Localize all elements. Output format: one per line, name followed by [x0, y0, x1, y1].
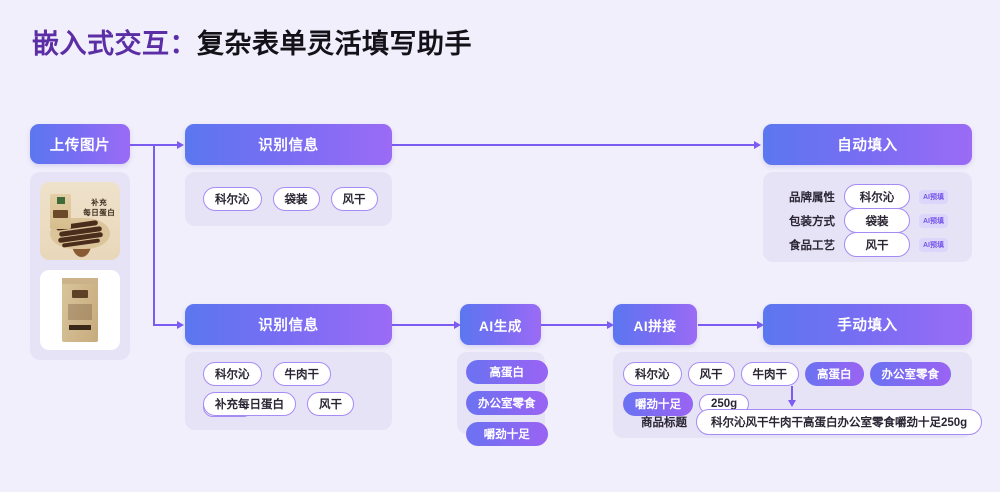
arrow-manual: [757, 320, 764, 329]
page-title-accent: 嵌入式交互：: [32, 29, 197, 59]
product-title-value[interactable]: 科尔沁风干牛肉干高蛋白办公室零食嚼劲十足250g: [696, 409, 983, 435]
connector-branch-recognize-top: [153, 144, 181, 146]
recognize-bottom-tags-row2: 补充每日蛋白 风干: [203, 392, 383, 416]
bag-bottom-bar: [69, 325, 91, 330]
form-label-packaging: 包装方式: [789, 215, 835, 228]
page-title: 嵌入式交互：复杂表单灵活填写助手: [32, 22, 472, 61]
tag-chip[interactable]: 科尔沁: [203, 187, 262, 211]
caption-line2: 每日蛋白: [83, 207, 116, 217]
ai-generate-tags: 高蛋白 办公室零食 嚼劲十足: [466, 360, 548, 446]
node-auto-fill[interactable]: 自动填入: [763, 124, 972, 165]
node-recognize-bottom-label: 识别信息: [258, 318, 319, 334]
node-recognize-top-label: 识别信息: [258, 138, 319, 154]
node-ai-concat-label: AI拼接: [633, 318, 677, 334]
form-value-brand[interactable]: 科尔沁: [844, 184, 910, 209]
node-auto-fill-label: 自动填入: [837, 138, 898, 154]
tag-chip[interactable]: 风干: [330, 187, 378, 211]
connector-branch-vertical: [153, 144, 155, 326]
thumbnail-product-photo-jerky[interactable]: 补充 每日蛋白: [40, 182, 120, 260]
tag-chip-generated[interactable]: 嚼劲十足: [623, 392, 693, 416]
arrow-aigen: [454, 320, 461, 329]
bag-text-block: [68, 303, 92, 321]
manual-fill-tags: 科尔沁 风干 牛肉干 高蛋白 办公室零食 嚼劲十足 250g: [623, 362, 965, 416]
product-title-label: 商品标题: [641, 417, 687, 429]
form-value-packaging[interactable]: 袋装: [844, 208, 910, 233]
node-manual-fill-label: 手动填入: [837, 318, 898, 334]
package-bag-illustration: [62, 278, 98, 342]
node-recognize-bottom[interactable]: 识别信息: [185, 304, 392, 345]
ai-prefill-badge: AI预填: [919, 237, 948, 252]
thumbnail-product-photo-package[interactable]: [40, 270, 120, 350]
caption-line1: 补充: [91, 197, 108, 207]
form-row-brand: 品牌属性 科尔沁 AI预填: [789, 184, 948, 209]
arrow-recognize-bottom: [177, 320, 184, 329]
node-ai-concat[interactable]: AI拼接: [613, 304, 697, 345]
node-recognize-top[interactable]: 识别信息: [185, 124, 392, 165]
tag-chip-generated[interactable]: 高蛋白: [466, 360, 548, 384]
tag-chip-generated[interactable]: 办公室零食: [466, 391, 548, 415]
arrow-autofill: [754, 140, 761, 149]
connector-recognize-aigen: [392, 324, 456, 326]
bag-green-band: [56, 196, 65, 205]
tag-chip[interactable]: 牛肉干: [272, 362, 331, 386]
ai-prefill-badge: AI预填: [919, 189, 948, 204]
product-bag-illustration: [50, 194, 72, 229]
arrow-aiconcat: [607, 320, 614, 329]
node-upload[interactable]: 上传图片: [30, 124, 130, 164]
form-label-process: 食品工艺: [789, 239, 835, 252]
tag-chip[interactable]: 风干: [687, 362, 735, 386]
bag-top-seal: [62, 278, 98, 284]
connector-upload-branch: [129, 144, 155, 146]
connector-aigen-aiconcat: [541, 324, 609, 326]
arrow-title-down: [787, 400, 796, 407]
tag-chip[interactable]: 风干: [307, 392, 354, 416]
node-manual-fill[interactable]: 手动填入: [763, 304, 972, 345]
upload-thumbnail-panel: 补充 每日蛋白: [30, 172, 130, 360]
thumbnail-caption: 补充 每日蛋白: [83, 198, 115, 218]
tag-chip[interactable]: 袋装: [272, 187, 320, 211]
tag-chip[interactable]: 科尔沁: [623, 362, 682, 386]
connector-aiconcat-manual: [698, 324, 760, 326]
bag-logo: [71, 289, 89, 299]
ai-prefill-badge: AI预填: [919, 213, 948, 228]
product-title-row: 商品标题 科尔沁风干牛肉干高蛋白办公室零食嚼劲十足250g: [641, 409, 983, 435]
connector-branch-recognize-bottom: [153, 324, 181, 326]
tag-chip[interactable]: 补充每日蛋白: [203, 392, 296, 416]
connector-tags-title: [791, 386, 793, 402]
node-ai-generate[interactable]: AI生成: [460, 304, 541, 345]
page-title-plain: 复杂表单灵活填写助手: [197, 29, 472, 59]
arrow-recognize-top: [177, 140, 184, 149]
tag-chip-generated[interactable]: 办公室零食: [869, 362, 951, 386]
tag-chip-generated[interactable]: 嚼劲十足: [466, 422, 548, 446]
form-row-process: 食品工艺 风干 AI预填: [789, 232, 948, 257]
tag-chip[interactable]: 科尔沁: [203, 362, 262, 386]
connector-recognize-autofill: [392, 144, 756, 146]
form-row-packaging: 包装方式 袋装 AI预填: [789, 208, 948, 233]
node-upload-label: 上传图片: [49, 137, 111, 154]
bag-label-block: [53, 210, 69, 218]
node-ai-generate-label: AI生成: [479, 318, 522, 334]
recognize-top-tags: 科尔沁 袋装 风干: [203, 187, 383, 211]
tag-chip-generated[interactable]: 高蛋白: [805, 362, 864, 386]
tag-chip[interactable]: 牛肉干: [740, 362, 799, 386]
form-label-brand: 品牌属性: [789, 191, 835, 204]
form-value-process[interactable]: 风干: [844, 232, 910, 257]
